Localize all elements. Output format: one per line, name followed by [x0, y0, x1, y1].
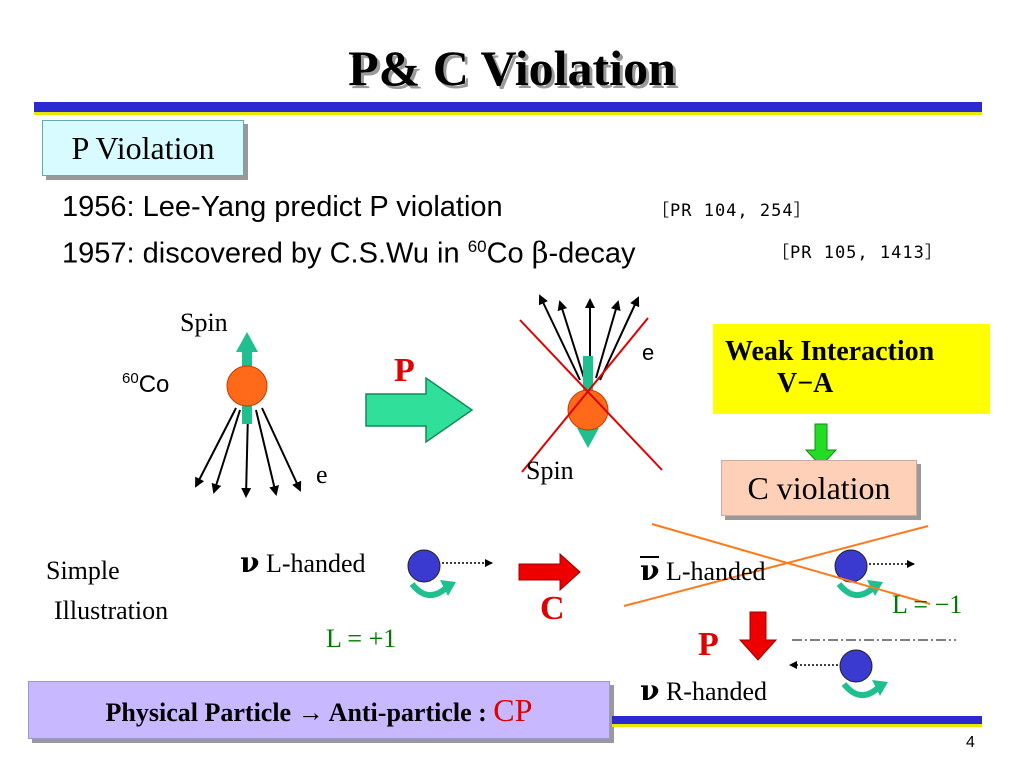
handedness-text: L-handed — [259, 549, 366, 578]
handedness-text: L-handed — [659, 557, 766, 586]
history-line-1956: 1956: Lee-Yang predict P violation — [62, 190, 503, 224]
rotation-arrow-right — [841, 682, 880, 698]
reference-1957: ［PR 105, 1413］ — [772, 243, 943, 263]
cobalt-symbol: Co — [138, 371, 170, 398]
beta-symbol: β — [531, 235, 549, 270]
cobalt-label: 60Co — [122, 370, 169, 399]
forbidden-cross-right — [519, 317, 663, 473]
nu-symbol: ν — [240, 546, 260, 579]
rotation-arrow-antinu — [836, 582, 875, 598]
nucleus-left — [226, 365, 268, 407]
p-violation-box: P Violation — [42, 120, 244, 176]
title-rule — [34, 102, 982, 115]
history-text: 1956: Lee-Yang predict P violation — [62, 191, 503, 223]
page-number: 4 — [966, 734, 975, 751]
nu-symbol: ν — [640, 674, 660, 707]
handedness-text: R-handed — [659, 677, 768, 706]
p-down-arrow — [738, 611, 778, 661]
cobalt-mass: 60 — [122, 370, 139, 387]
c-violation-box: C violation — [721, 460, 917, 516]
neutrino-rhanded-label: ν R-handed — [640, 676, 767, 707]
electron-label-right: e — [642, 340, 655, 365]
p-transform-arrow — [365, 376, 474, 444]
footer-rule — [612, 716, 982, 727]
history-text: 1957: discovered by C.S.Wu in — [62, 237, 468, 270]
weak-interaction-title: Weak Interaction — [725, 336, 935, 367]
history-line-1957: 1957: discovered by C.S.Wu in 60Co β-dec… — [62, 230, 636, 271]
simple-illustration-line2: Illustration — [54, 596, 169, 625]
weak-to-c-arrow — [804, 423, 838, 467]
p-transform-label: P — [394, 352, 415, 389]
weak-interaction-box: Weak Interaction V−A — [713, 324, 990, 414]
p-down-label: P — [698, 626, 719, 663]
cp-box: Physical Particle → Anti-particle : CP — [28, 681, 610, 739]
reference-1956: ［PR 104, 254］ — [652, 201, 812, 221]
forbidden-cross-antinu — [623, 523, 931, 607]
simple-illustration-line1: Simple — [46, 556, 120, 585]
c-transform-label: C — [540, 590, 565, 627]
c-transform-arrow — [518, 552, 581, 592]
antinu-symbol: ν — [640, 554, 660, 587]
cp-text: Physical Particle → Anti-particle : — [105, 698, 494, 727]
spin-label-left: Spin — [180, 308, 228, 337]
rotation-arrow-left — [409, 582, 448, 598]
neutrino-particle-right — [839, 649, 873, 683]
electron-label-left: e — [316, 460, 328, 489]
antineutrino-label: ν L-handed — [640, 556, 766, 587]
cp-highlight: CP — [493, 692, 533, 728]
neutrino-particle-left — [407, 549, 441, 583]
spin-label-right: Spin — [526, 456, 574, 485]
electron-arrows-left — [195, 407, 302, 498]
v-minus-a-label: V−A — [777, 368, 834, 399]
page-title: P& C Violation — [348, 40, 676, 96]
isotope-text: Co — [486, 237, 532, 270]
helicity-minus: L = −1 — [892, 590, 963, 619]
isotope-mass: 60 — [467, 237, 487, 256]
helicity-plus: L = +1 — [326, 624, 397, 653]
decay-text: -decay — [548, 237, 636, 270]
neutrino-lhanded-label: ν L-handed — [240, 548, 366, 579]
